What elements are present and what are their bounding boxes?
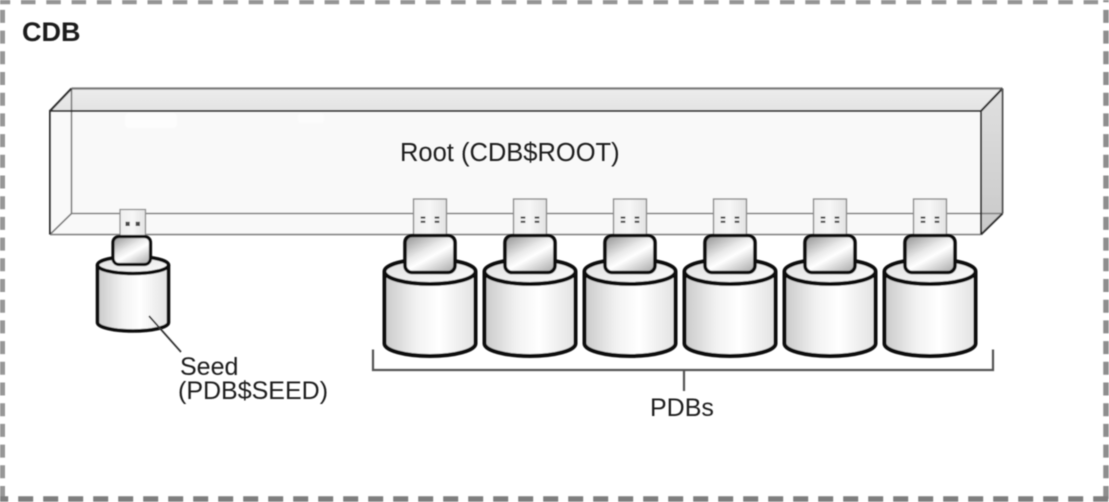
svg-text:Root (CDB$ROOT): Root (CDB$ROOT) (400, 139, 620, 167)
svg-text:PDBs: PDBs (650, 394, 714, 422)
svg-text:Seed: Seed (180, 353, 238, 381)
svg-text:CDB: CDB (22, 17, 81, 47)
svg-text:(PDB$SEED): (PDB$SEED) (178, 377, 328, 405)
